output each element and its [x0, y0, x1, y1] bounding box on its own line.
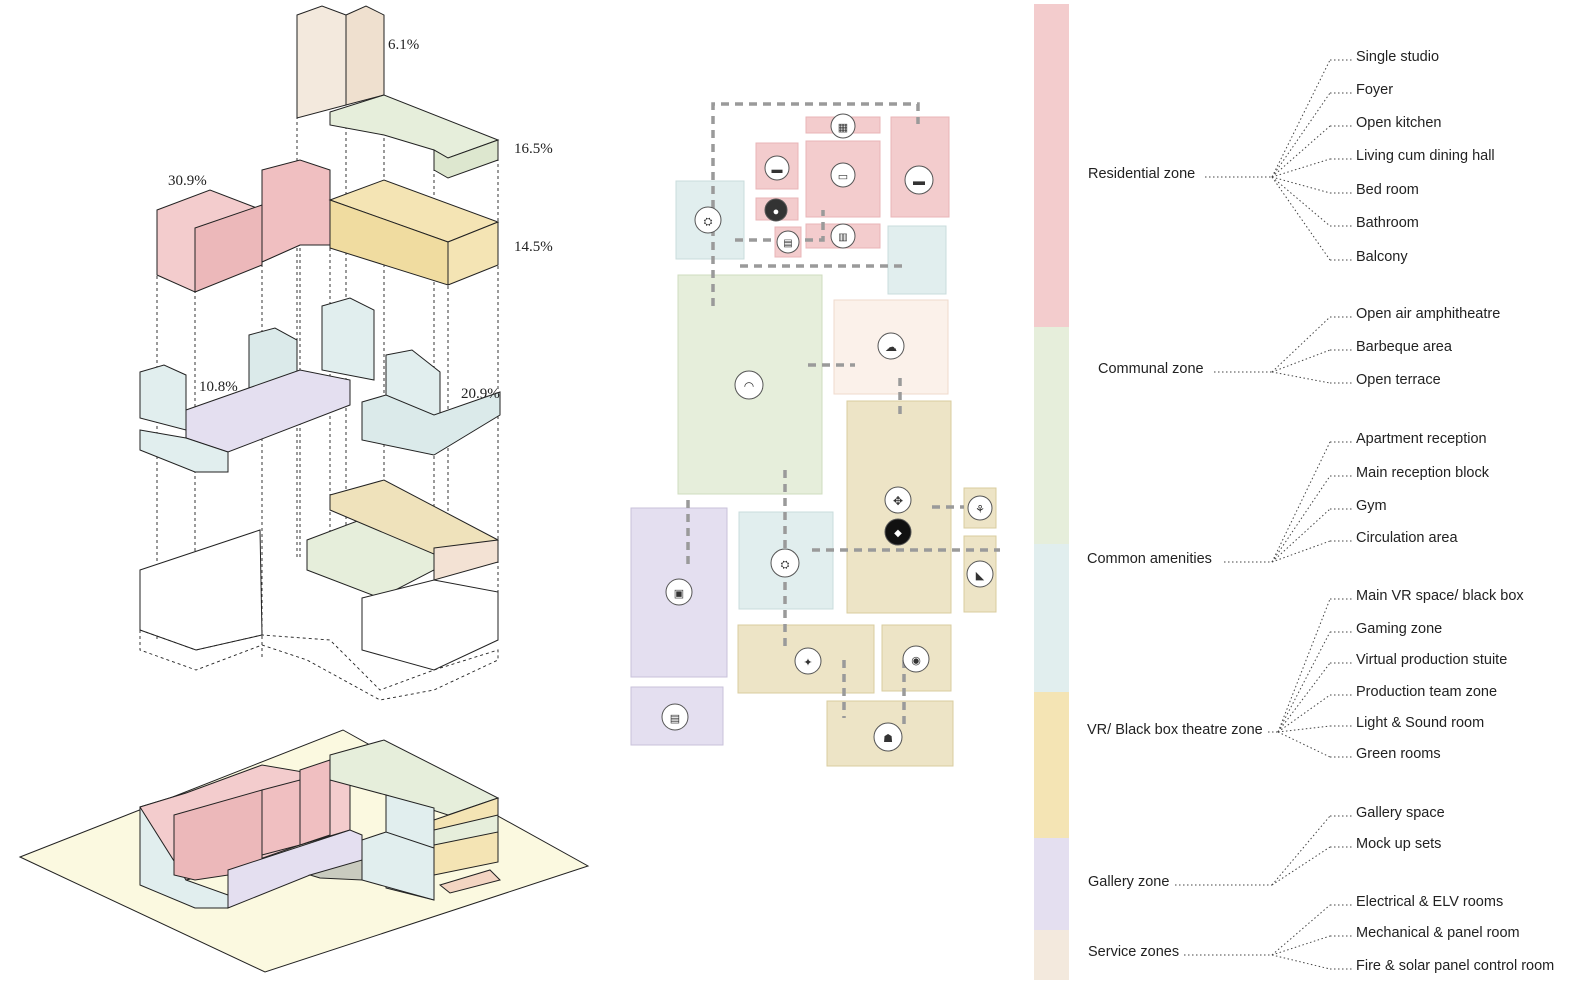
svg-text:✦: ✦	[803, 657, 812, 669]
legend-bar-amenities	[1034, 544, 1069, 692]
kitchen-icon: ▬	[764, 155, 790, 181]
gaming-icon: ◉	[902, 645, 930, 673]
mockup-icon: ▤	[661, 703, 689, 731]
legend-item: Production team zone	[1356, 684, 1497, 700]
light-icon: ⚘	[967, 495, 993, 521]
svg-text:▥: ▥	[838, 232, 847, 243]
svg-text:●: ●	[773, 206, 780, 218]
residential-block	[156, 159, 331, 293]
reception-icon: ⛭	[694, 206, 722, 234]
zone-service: Service zones	[1088, 944, 1179, 960]
svg-text:◠: ◠	[744, 379, 754, 393]
legend-item: Bathroom	[1356, 215, 1419, 231]
communal-block	[329, 94, 500, 179]
amphitheatre-icon: ◠	[734, 370, 764, 400]
legend-item: Electrical & ELV rooms	[1356, 894, 1503, 910]
legend-item: Bed room	[1356, 182, 1419, 198]
legend-item: Balcony	[1356, 249, 1408, 265]
legend-item: Fire & solar panel control room	[1356, 958, 1554, 974]
ground-level	[139, 479, 500, 701]
production-suite-icon: ◣	[966, 560, 994, 588]
svg-text:◆: ◆	[894, 528, 902, 539]
service-tower-block	[296, 5, 385, 119]
production-team-icon: ✦	[794, 647, 822, 675]
zone-amenities: Common amenities	[1087, 551, 1212, 567]
svg-text:⚘: ⚘	[975, 504, 985, 516]
pct-amenities: 20.9%	[461, 386, 500, 402]
svg-text:☗: ☗	[883, 733, 893, 745]
bath-icon: ●	[764, 198, 788, 222]
pct-service: 6.1%	[388, 37, 419, 53]
svg-text:✥: ✥	[893, 494, 903, 508]
svg-text:◣: ◣	[976, 570, 985, 582]
pct-communal: 16.5%	[514, 141, 553, 157]
legend-item: Open terrace	[1356, 372, 1441, 388]
legend-item: Living cum dining hall	[1356, 148, 1495, 164]
svg-text:⛭: ⛭	[781, 559, 790, 571]
legend-item: Main VR space/ black box	[1356, 588, 1524, 604]
svg-text:▣: ▣	[674, 588, 684, 600]
svg-text:▬: ▬	[772, 164, 783, 176]
foyer-icon: ▤	[776, 230, 800, 254]
legend-item: Gaming zone	[1356, 621, 1442, 637]
balcony-icon: ▥	[830, 223, 856, 249]
zone-gallery: Gallery zone	[1088, 874, 1169, 890]
legend-item: Light & Sound room	[1356, 715, 1484, 731]
legend: Residential zone Communal zone Common am…	[1034, 4, 1554, 980]
legend-item: Foyer	[1356, 82, 1393, 98]
legend-item: Gallery space	[1356, 805, 1445, 821]
svg-text:◉: ◉	[911, 655, 921, 667]
zone-communal: Communal zone	[1098, 361, 1204, 377]
pct-residential: 30.9%	[168, 173, 207, 189]
pct-vr: 14.5%	[514, 239, 553, 255]
barbeque-icon: ☁	[877, 332, 905, 360]
legend-item: Gym	[1356, 498, 1387, 514]
legend-bar-gallery	[1034, 838, 1069, 930]
amenities-level	[139, 297, 501, 473]
legend-bar-vr	[1034, 692, 1069, 838]
svg-text:▤: ▤	[670, 713, 680, 725]
gym-icon: ✥	[884, 486, 912, 514]
legend-item: Mock up sets	[1356, 836, 1441, 852]
exploded-axonometric: 6.1% 16.5% 30.9% 14.5% 10.8% 20.9%	[139, 5, 553, 701]
main-reception-icon: ⛭	[770, 548, 800, 578]
vr-block	[328, 179, 500, 286]
legend-leaders	[1175, 59, 1352, 970]
green-room-icon: ☗	[873, 722, 903, 752]
legend-item: Open kitchen	[1356, 115, 1441, 131]
svg-text:⛭: ⛭	[704, 216, 713, 228]
bed-icon: ▬	[904, 165, 934, 195]
legend-item: Green rooms	[1356, 746, 1441, 762]
legend-item: Circulation area	[1356, 530, 1458, 546]
legend-bar-service	[1034, 930, 1069, 980]
legend-item: Single studio	[1356, 49, 1439, 65]
pct-gallery: 10.8%	[199, 379, 238, 395]
single-studio-icon: ▦	[830, 113, 856, 139]
legend-bar-residential	[1034, 4, 1069, 327]
gallery-icon: ▣	[665, 578, 693, 606]
zone-residential: Residential zone	[1088, 166, 1195, 182]
assembled-axonometric	[18, 729, 590, 973]
living-icon: ▭	[830, 162, 856, 188]
legend-item: Main reception block	[1356, 465, 1490, 481]
room-circulation	[887, 225, 947, 295]
legend-item: Open air amphitheatre	[1356, 306, 1500, 322]
vr-icon: ◆	[884, 518, 912, 546]
svg-text:▭: ▭	[838, 171, 848, 183]
legend-item: Barbeque area	[1356, 339, 1453, 355]
svg-text:▬: ▬	[913, 174, 925, 188]
legend-item: Virtual production stuite	[1356, 652, 1507, 668]
legend-item: Apartment reception	[1356, 431, 1487, 447]
adjacency-plan: ⛭ ▦ ▬ ▭ ▬ ● ▤ ▥ ◠ ☁ ✥ ◆ ⚘ ◣ ⛭ ▣ ▤ ✦ ◉ ☗	[630, 102, 1000, 767]
legend-bar-communal	[1034, 327, 1069, 544]
legend-item: Mechanical & panel room	[1356, 925, 1520, 941]
svg-text:▦: ▦	[838, 122, 848, 134]
zone-vr: VR/ Black box theatre zone	[1087, 722, 1263, 738]
svg-text:▤: ▤	[783, 238, 792, 249]
svg-text:☁: ☁	[885, 340, 897, 354]
